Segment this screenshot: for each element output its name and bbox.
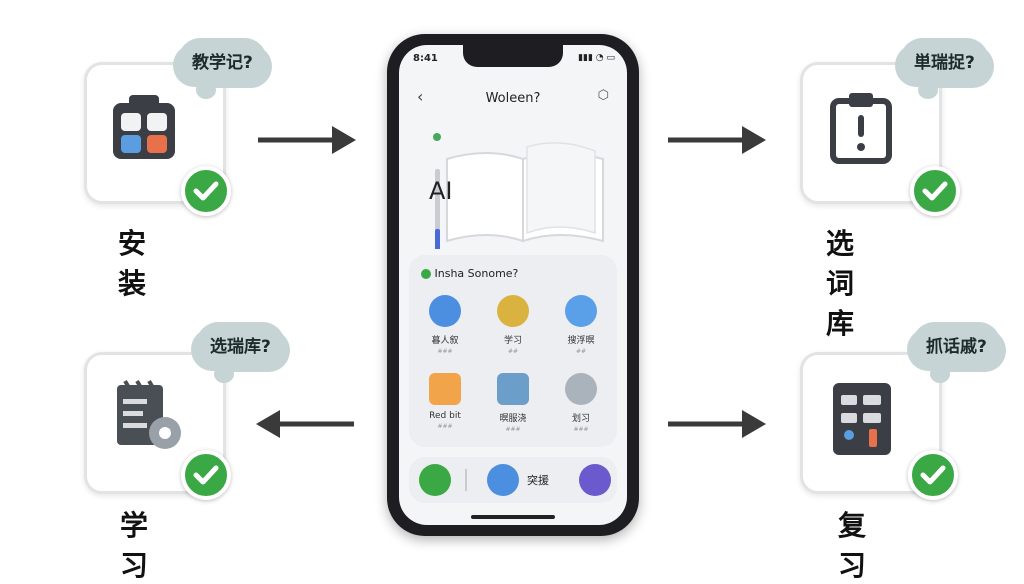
install-check-icon [181,166,231,216]
grid-item-1[interactable]: 暮人叙 ### [413,295,477,355]
review-bubble: 抓话戚? [912,322,1001,383]
wordbank-bubble-text: 単瑞捉? [914,53,975,73]
app-title: Woleen? [485,91,541,106]
review-card [800,352,942,494]
grid-item-5[interactable]: 暝服浇 ### [481,373,545,433]
panel-status-text: Insha Sonome? [434,267,519,280]
grid-label-4: Red bit [429,411,461,421]
bottom-action-bar: 突援 [409,457,617,503]
grid-item-6[interactable]: 划习 ### [549,373,613,433]
phone-mockup: 8:41 ▮▮▮ ◔ ▭ ‹ Woleen? ⬡ AI Insha Sonome… [387,34,639,536]
review-check-icon [908,450,958,500]
bottom-shuffle-button[interactable] [579,464,611,496]
install-bubble: 教学记? [178,38,267,99]
grid-sub-2: ## [507,348,519,355]
flowchart-tablet-icon [833,383,891,455]
bottom-mic-button[interactable] [487,464,519,496]
grid-item-2[interactable]: 学习 ## [481,295,545,355]
share-icon [565,373,597,405]
arrow-phone-to-review [668,410,766,438]
cloud-sun-icon [429,295,461,327]
hero-ai-text: AI [429,177,453,205]
grid-sub-3: ## [575,348,587,355]
grid-label-6: 划习 [571,414,590,424]
calendar-icon [429,373,461,405]
grid-sub-1: ### [437,348,453,355]
arrow-phone-to-wordbank [668,126,766,154]
settings-hex-icon[interactable]: ⬡ [597,88,609,103]
wordbank-label: 选词库 [826,227,856,340]
study-check-icon [181,450,231,500]
clipboard-alert-icon [830,93,892,164]
open-book-illustration [433,133,604,249]
bottom-divider [465,469,467,491]
app-grid-icon [113,95,175,159]
arrow-install-to-phone [258,126,356,154]
grid-sub-4: ### [437,423,453,430]
grid-item-4[interactable]: Red bit ### [413,373,477,430]
bottom-check-button[interactable] [419,464,451,496]
status-check-icon [421,269,431,279]
wordbank-check-icon [910,166,960,216]
grid-item-3[interactable]: 搜浮暝 ## [549,295,613,355]
back-chevron-icon[interactable]: ‹ [417,87,424,106]
bottom-label: 突援 [527,474,549,487]
home-indicator [471,515,555,519]
review-label: 复习 [838,509,868,582]
study-bubble: 选瑞库? [196,322,285,383]
panel-status: Insha Sonome? [421,267,518,280]
wordbank-bubble: 単瑞捉? [900,38,989,99]
person-icon [565,295,597,327]
grid-label-3: 搜浮暝 [567,336,595,346]
status-time: 8:41 [413,53,438,64]
grid-sub-6: ### [573,426,589,433]
arrow-phone-to-study [256,410,354,438]
phone-screen: 8:41 ▮▮▮ ◔ ▭ ‹ Woleen? ⬡ AI Insha Sonome… [399,45,627,525]
feature-panel: Insha Sonome? 暮人叙 ### 学习 ## 搜浮暝 ## Red b… [409,255,617,447]
grid-label-2: 学习 [503,336,522,346]
grid-sub-5: ### [505,426,521,433]
document-gear-icon [117,379,181,449]
install-label: 安装 [118,227,148,300]
install-bubble-text: 教学记? [192,53,253,73]
signal-wifi-battery-icon: ▮▮▮ ◔ ▭ [578,53,615,63]
study-bubble-text: 选瑞库? [210,337,271,357]
phone-notch [463,45,563,67]
study-label: 学习 [120,509,150,582]
grid-label-5: 暝服浇 [499,414,527,424]
magnifier-icon [497,373,529,405]
review-bubble-text: 抓话戚? [926,337,987,357]
pencil-icon [497,295,529,327]
grid-label-1: 暮人叙 [431,336,459,346]
